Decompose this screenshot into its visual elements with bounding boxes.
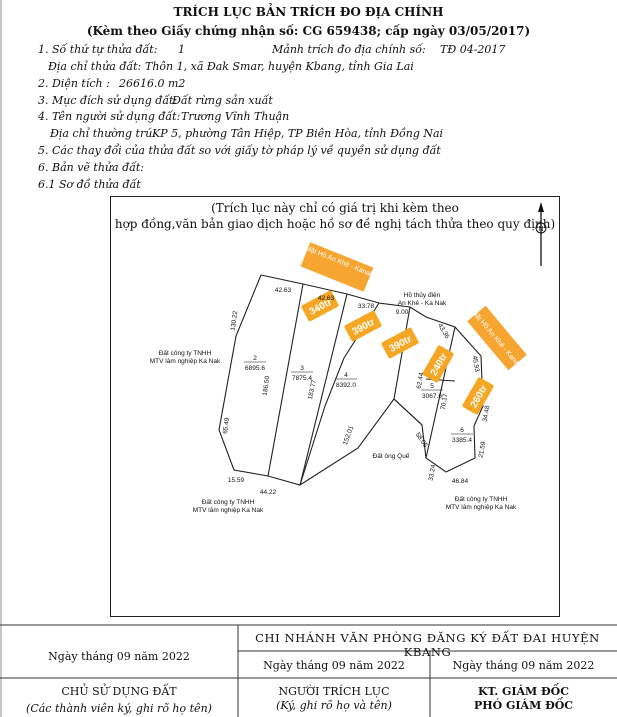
parcel-area: 8392.0 [336,382,356,389]
dimension-label: 9.00 [396,309,409,316]
dimension-label: 44.22 [260,489,277,496]
date-right: Ngày tháng 09 năm 2022 [452,659,595,672]
office-name: CHI NHÁNH VĂN PHÒNG ĐĂNG KÝ ĐẤT ĐAI HUYỆ… [255,631,600,659]
owner-value: Trương Vĩnh Thuận [181,110,290,123]
diagram-line: 6.1 Sơ đồ thửa đất [38,178,141,191]
neighbor-label: Đất ông Quế [373,451,410,460]
dimension-label: 183.77 [307,379,318,400]
parcel-area: 6895.6 [245,365,265,372]
dimension-label: 186.50 [262,375,272,396]
dimension-label: 45.93 [471,355,481,373]
price-tag: 390tr [344,310,382,342]
deputy-director-title: PHÓ GIÁM ĐỐC [473,699,574,712]
parcel-map-frame: (Trích lục này chỉ có giá trị khi kèm th… [110,196,560,617]
dimension-label: 46.84 [452,478,469,485]
owner-signature-sub: (Các thành viên ký, ghi rõ họ tên) [26,702,212,715]
parcel-address-value: Thôn 1, xã Đak Smar, huyện Kbang, tỉnh G… [145,60,414,73]
page-edge [0,0,2,717]
dimension-label: 42.63 [275,287,292,294]
date-mid: Ngày tháng 09 năm 2022 [263,659,405,672]
dimension-label: 33.78 [358,303,375,310]
parcel-number: 2 [253,355,257,362]
parcel-number-label: 1. Số thứ tự thửa đất: [38,43,158,56]
dimension-label: 70.17 [440,393,450,411]
parcel-number: 6 [460,427,464,434]
purpose-value: Đất rừng sản xuất [172,94,273,107]
parcel-area: 3067.6 [422,393,442,400]
sheet-number-label: Mảnh trích đo địa chính số: [272,43,426,56]
map-note-line1: (Trích lục này chỉ có giá trị khi kèm th… [211,201,459,215]
dimension-label: 130.22 [230,310,240,331]
date-left: Ngày tháng 09 năm 2022 [48,650,190,663]
sheet-number-value: TĐ 04-2017 [440,43,506,56]
parcel-area: 3385.4 [452,437,472,444]
company-left-label: Đất công ty TNHH [159,348,212,357]
parcel-map: N Mặt Hồ An Khê - Kanak Mặt Hồ An Khê - … [150,202,547,514]
north-arrow-icon: N [535,202,547,266]
parcel-number: 4 [344,372,348,379]
map-note-line2: hợp đồng,văn bản giao dịch hoặc hồ sơ đề… [114,217,556,231]
area-label: 2. Diện tích : [38,77,110,90]
signature-grid [0,624,617,717]
document-title: TRÍCH LỤC BẢN TRÍCH ĐO ĐỊA CHÍNH [173,5,444,19]
dimension-label: 34.48 [482,405,492,423]
changes-line: 5. Các thay đổi của thửa đất so với giấy… [38,144,441,157]
parcel-number: 5 [430,383,434,390]
reservoir-label: Hồ thủy điện [404,290,441,299]
parcel-number: 3 [300,365,304,372]
parcel-number-value: 1 [178,43,185,56]
parcel-address-label: Địa chỉ thửa đất: [48,60,142,73]
extractor-sub: (Ký, ghi rõ họ và tên) [276,699,392,712]
dimension-label: 62.44 [416,372,426,390]
document-subtitle: (Kèm theo Giấy chứng nhận số: CG 659438;… [86,24,531,38]
dimension-label: 15.59 [228,477,245,484]
signature-block: Ngày tháng 09 năm 2022 CHI NHÁNH VĂN PHÒ… [0,624,617,717]
owner-label: 4. Tên người sử dụng đất: [38,110,181,123]
owner-signature-title: CHỦ SỬ DỤNG ĐẤT [61,685,177,698]
company-bottom-label-2: MTV lâm nghiệp Ka Nak [193,507,264,514]
dimension-label: 58.05 [414,431,429,449]
residence-label: Địa chỉ thường trú: [50,127,157,140]
extractor-title: NGƯỜI TRÍCH LỤC [278,685,390,698]
north-label: N [538,226,543,233]
dimension-labels: 42.6342.6333.789.0043.3645.93130.2265.49… [222,287,492,496]
drawing-line: 6. Bản vẽ thửa đất: [38,161,144,174]
company-left-label-2: MTV lâm nghiệp Ka Nak [150,358,221,365]
dimension-label: 33.24 [428,464,438,482]
dimension-label: 21.59 [478,441,488,459]
reservoir-label-2: An Khê - Ka Nak [398,300,447,307]
parcel-labels: 2 6895.6 3 7875.4 4 8392.0 5 3067.6 6 3385.4 [244,355,473,444]
dimension-label: 42.63 [318,295,335,302]
dimension-label: 65.49 [222,417,231,434]
road-tag-top: Mặt Hồ An Khê - Kanak [300,242,375,292]
company-bottom-label: Đất công ty TNHH [202,497,255,506]
residence-value: KP 5, phường Tân Hiệp, TP Biên Hòa, tỉnh… [152,127,444,140]
price-tag: 390tr [381,327,419,359]
dimension-label: 152.01 [342,425,356,446]
area-value: 26616.0 m2 [119,77,186,90]
parcel-area: 7875.4 [292,375,312,382]
company-right-label-2: MTV lâm nghiệp Ka Nak [446,504,517,511]
purpose-label: 3. Mục đích sử dụng đất: [38,94,178,107]
company-right-label: Đất công ty TNHH [455,494,508,503]
director-title: KT. GIÁM ĐỐC [477,685,570,698]
